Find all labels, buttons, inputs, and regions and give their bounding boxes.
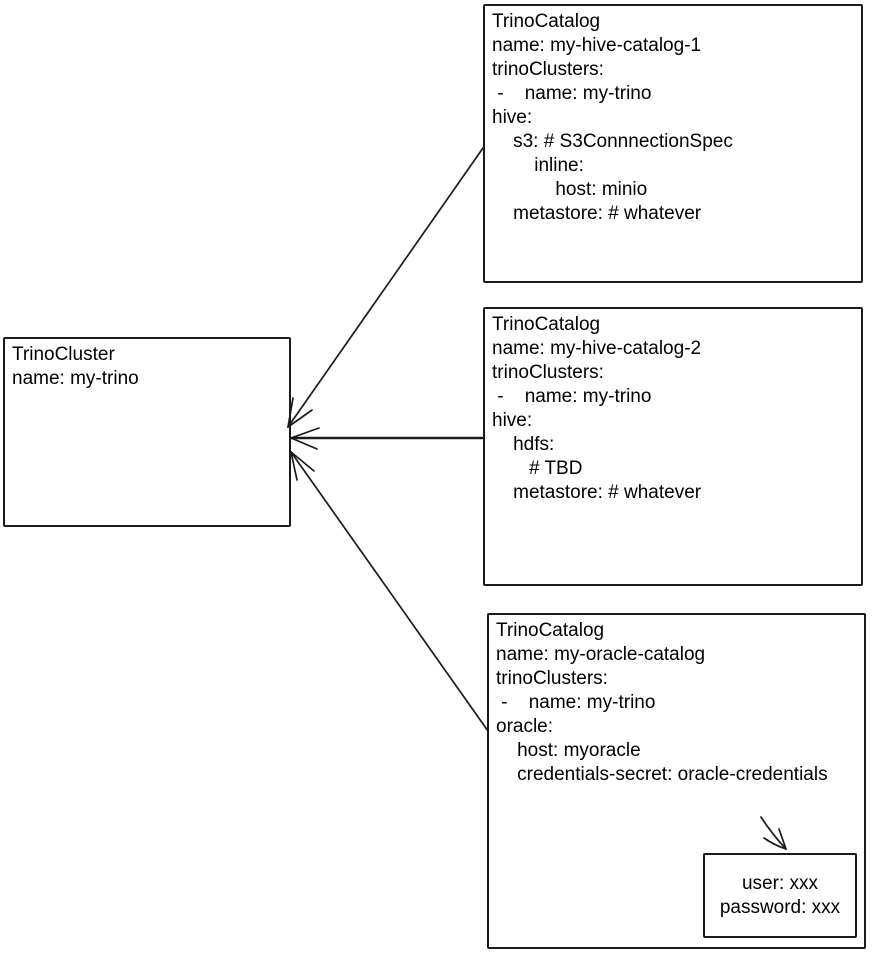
catalog3-yaml-line: name: my-oracle-catalog: [496, 644, 706, 665]
arrow-catalog3-to-cluster: [290, 451, 489, 732]
cluster-box-name-line: name: my-trino: [12, 368, 139, 389]
arrow-shaft: [287, 147, 484, 428]
credentials-user-line: user: xxx: [741, 872, 819, 894]
catalog2-yaml-line: - name: my-trino: [492, 386, 652, 407]
catalog3-yaml-line: oracle:: [496, 716, 554, 737]
catalog2-yaml-line: hive:: [492, 410, 533, 431]
trino-catalog-1-box: TrinoCatalog name: my-hive-catalog-1 tri…: [483, 4, 863, 283]
catalog3-box-title: TrinoCatalog: [496, 620, 605, 641]
catalog1-yaml-line: inline:: [492, 155, 584, 176]
arrow-barb: [290, 451, 298, 481]
catalog3-yaml-line: - name: my-trino: [496, 692, 656, 713]
catalog1-yaml-line: trinoClusters:: [492, 59, 604, 80]
oracle-credentials-secret-box: user: xxx password: xxx: [703, 853, 857, 938]
catalog3-yaml-line: credentials-secret: oracle-credentials: [496, 764, 828, 785]
catalog2-yaml-line: # TBD: [492, 458, 583, 479]
catalog1-yaml-line: metastore: # whatever: [492, 203, 702, 224]
arrow-catalog1-to-cluster: [287, 147, 484, 428]
arrow-catalog2-to-cluster: [289, 427, 484, 450]
arrow-barb: [290, 437, 318, 450]
catalog2-box-title: TrinoCatalog: [492, 314, 601, 335]
trino-catalog-2-box: TrinoCatalog name: my-hive-catalog-2 tri…: [483, 307, 863, 586]
catalog2-yaml-line: name: my-hive-catalog-2: [492, 338, 702, 359]
catalog1-yaml-line: - name: my-trino: [492, 83, 652, 104]
arrow-shaft: [290, 451, 489, 732]
catalog2-yaml-line: metastore: # whatever: [492, 482, 702, 503]
catalog1-yaml-line: hive:: [492, 107, 533, 128]
catalog1-yaml-line: host: minio: [492, 179, 648, 200]
catalog1-yaml-line: name: my-hive-catalog-1: [492, 35, 702, 56]
credentials-password-line: password: xxx: [719, 896, 841, 918]
arrow-barb: [287, 409, 313, 428]
catalog3-yaml-line: trinoClusters:: [496, 668, 608, 689]
catalog2-yaml-line: hdfs:: [492, 434, 555, 455]
cluster-box-title: TrinoCluster: [12, 344, 115, 365]
catalog2-yaml-line: trinoClusters:: [492, 362, 604, 383]
arrow-barb: [290, 451, 315, 472]
trino-catalog-3-box: TrinoCatalog name: my-oracle-catalog tri…: [487, 613, 866, 949]
trino-cluster-box: TrinoCluster name: my-trino: [3, 337, 291, 527]
arrow-barb: [290, 427, 320, 439]
catalog1-yaml-line: s3: # S3ConnnectionSpec: [492, 131, 733, 152]
catalog3-yaml-line: host: myoracle: [496, 740, 641, 761]
catalog1-box-title: TrinoCatalog: [492, 11, 601, 32]
